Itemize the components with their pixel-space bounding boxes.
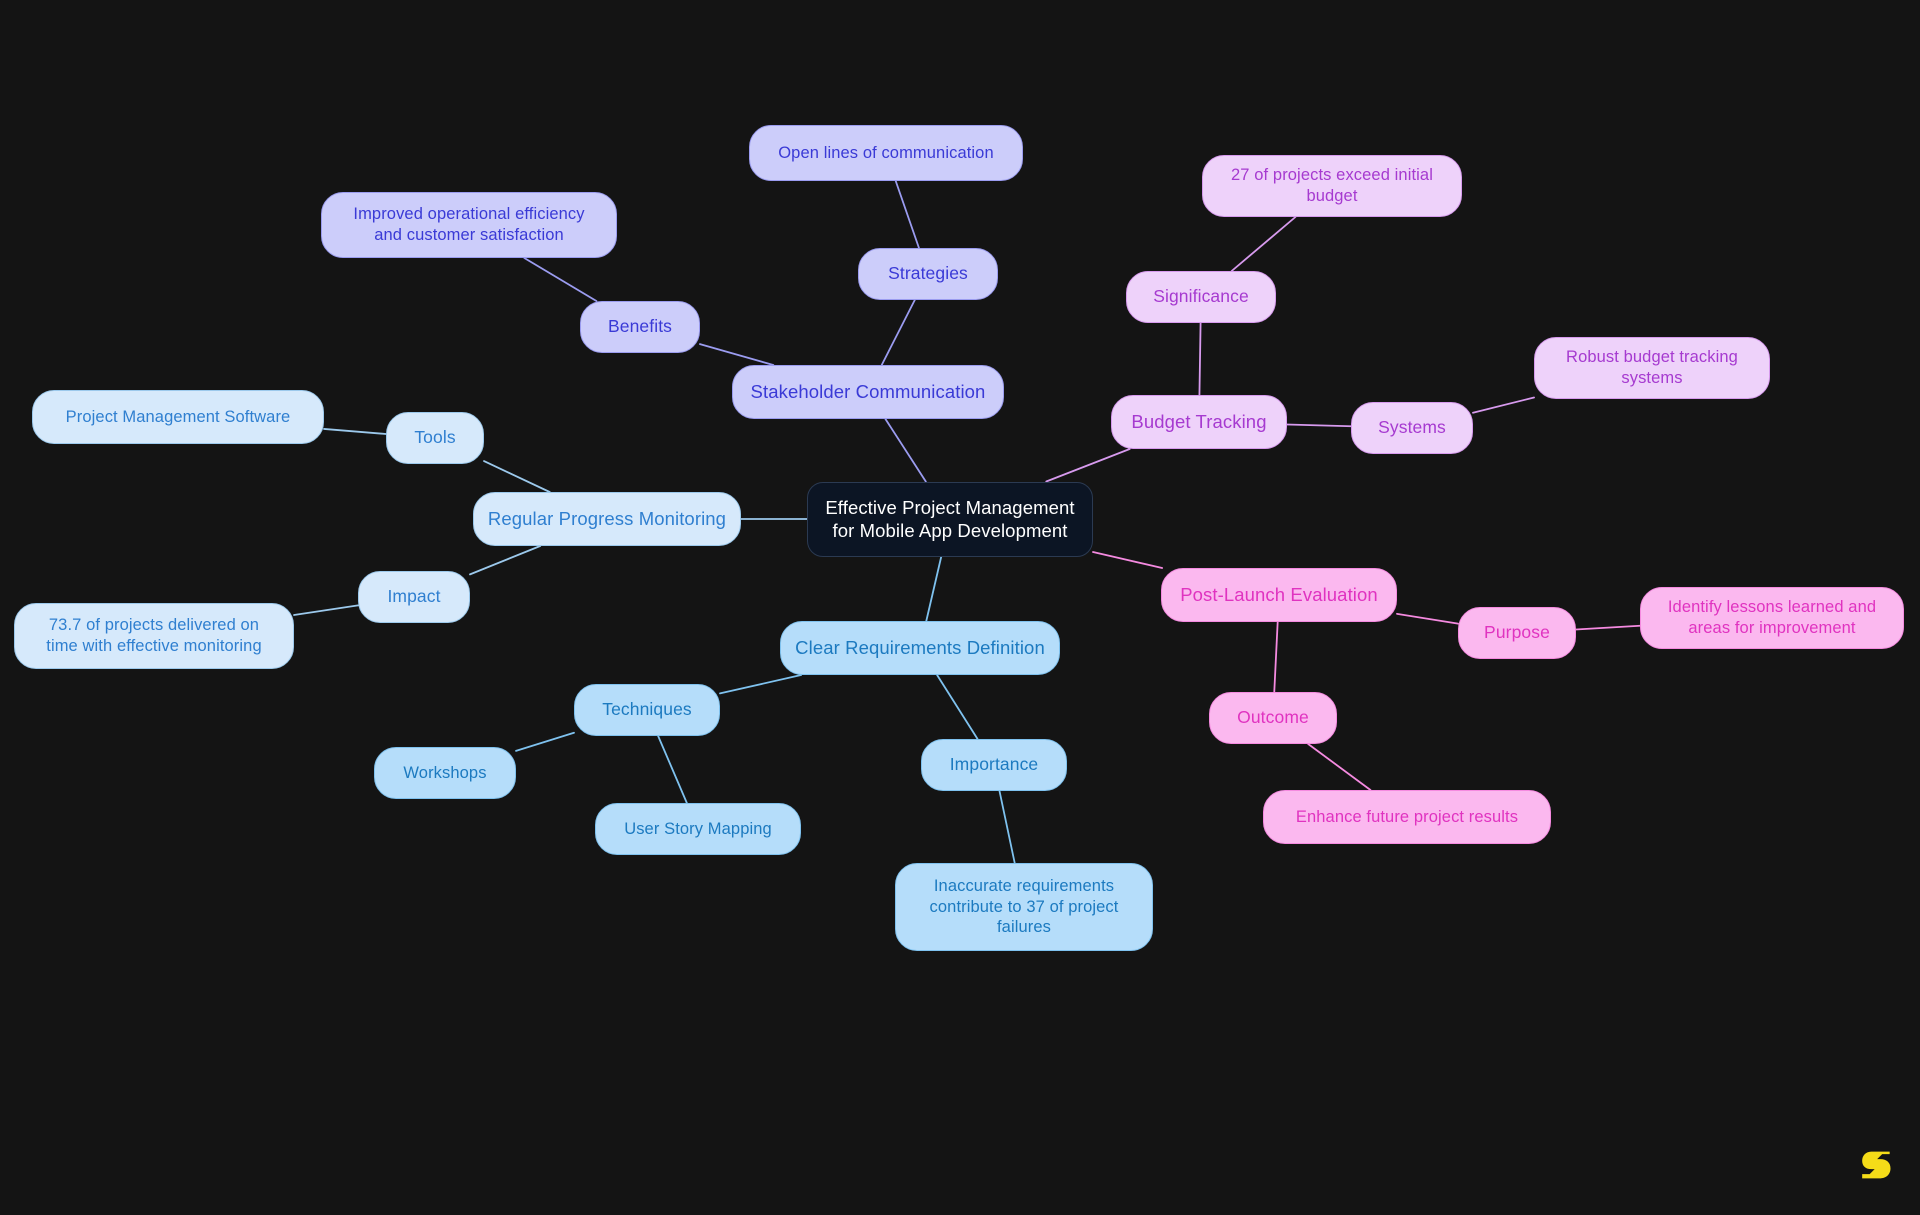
mindmap-edge-signif-to-pct27: [1230, 216, 1297, 272]
mindmap-node-label: Systems: [1378, 417, 1446, 438]
mindmap-edge-clearreq-to-tech: [719, 674, 803, 695]
mindmap-node-label: Effective Project Management for Mobile …: [825, 496, 1075, 541]
mindmap-node-purpose[interactable]: Purpose: [1458, 607, 1576, 659]
mindmap-node-budget[interactable]: Budget Tracking: [1111, 395, 1287, 449]
mindmap-node-label: Workshops: [403, 763, 487, 782]
mindmap-node-label: Stakeholder Communication: [750, 381, 986, 403]
mindmap-node-label: Importance: [949, 754, 1039, 775]
mindmap-edge-clearreq-to-import: [936, 674, 979, 740]
mindmap-edge-purpose-to-ident: [1575, 624, 1641, 631]
mindmap-node-label: Regular Progress Monitoring: [487, 508, 727, 530]
mindmap-node-pct27[interactable]: 27 of projects exceed initial budget: [1202, 155, 1462, 217]
mindmap-node-stake[interactable]: Stakeholder Communication: [732, 365, 1004, 419]
mindmap-node-label: Post-Launch Evaluation: [1180, 584, 1378, 606]
mindmap-edge-budget-to-systems: [1286, 423, 1352, 428]
mindmap-edge-stake-to-benef: [699, 343, 775, 366]
mindmap-edge-regprog-to-tools: [483, 460, 551, 493]
mindmap-node-pct737[interactable]: 73.7 of projects delivered on time with …: [14, 603, 294, 669]
mindmap-edge-postl-to-purpose: [1396, 612, 1459, 625]
mindmap-edge-benef-to-impeff: [523, 257, 598, 302]
mindmap-node-impeff[interactable]: Improved operational efficiency and cust…: [321, 192, 617, 258]
mindmap-node-signif[interactable]: Significance: [1126, 271, 1276, 323]
mindmap-node-label: Improved operational efficiency and cust…: [353, 205, 585, 244]
mindmap-node-tools[interactable]: Tools: [386, 412, 484, 464]
mindmap-node-label: Open lines of communication: [778, 143, 994, 162]
mindmap-edge-systems-to-robust: [1472, 396, 1535, 414]
mindmap-node-label: Tools: [414, 427, 456, 448]
mindmap-node-label: Impact: [387, 586, 441, 607]
mindmap-node-regprog[interactable]: Regular Progress Monitoring: [473, 492, 741, 546]
mindmap-node-label: Techniques: [602, 699, 692, 720]
mindmap-edge-root-to-stake: [884, 418, 927, 483]
mindmap-node-label: 73.7 of projects delivered on time with …: [46, 616, 262, 655]
mindmap-node-label: Clear Requirements Definition: [795, 637, 1045, 659]
mindmap-node-label: Enhance future project results: [1295, 807, 1519, 826]
brand-logo-s-icon: [1862, 1151, 1891, 1179]
mindmap-node-import[interactable]: Importance: [921, 739, 1067, 791]
mindmap-node-inacc[interactable]: Inaccurate requirements contribute to 37…: [895, 863, 1153, 951]
mindmap-edge-budget-to-signif: [1198, 322, 1202, 396]
mindmap-node-clearreq[interactable]: Clear Requirements Definition: [780, 621, 1060, 675]
mindmap-edge-outcome-to-enhance: [1307, 743, 1372, 791]
mindmap-edge-root-to-budget: [1045, 448, 1131, 483]
mindmap-edge-stake-to-strat: [880, 299, 916, 366]
mindmap-edge-import-to-inacc: [998, 790, 1016, 864]
mindmap-edge-root-to-clearreq: [925, 555, 943, 622]
mindmap-node-label: Project Management Software: [65, 407, 291, 426]
mindmap-node-label: 27 of projects exceed initial budget: [1231, 166, 1433, 205]
mindmap-edge-strat-to-openln: [894, 180, 920, 249]
mindmap-node-postl[interactable]: Post-Launch Evaluation: [1161, 568, 1397, 622]
mindmap-node-label: Purpose: [1484, 622, 1550, 643]
mindmap-node-robust[interactable]: Robust budget tracking systems: [1534, 337, 1770, 399]
mindmap-node-usmap[interactable]: User Story Mapping: [595, 803, 801, 855]
mindmap-node-pmsoft[interactable]: Project Management Software: [32, 390, 324, 444]
mindmap-node-impact[interactable]: Impact: [358, 571, 470, 623]
mindmap-edge-postl-to-outcome: [1273, 621, 1279, 693]
mindmap-node-strat[interactable]: Strategies: [858, 248, 998, 300]
mindmap-edge-root-to-postl: [1092, 551, 1164, 569]
mindmap-node-tech[interactable]: Techniques: [574, 684, 720, 736]
mindmap-edge-regprog-to-impact: [469, 545, 542, 576]
mindmap-node-label: Robust budget tracking systems: [1566, 348, 1738, 387]
mindmap-edge-tech-to-usmap: [657, 735, 688, 804]
mindmap-node-openln[interactable]: Open lines of communication: [749, 125, 1023, 181]
mindmap-edge-tools-to-pmsoft: [323, 428, 387, 435]
mindmap-edge-tech-to-wkshp: [515, 731, 575, 752]
mindmap-node-ident[interactable]: Identify lessons learned and areas for i…: [1640, 587, 1904, 649]
mindmap-node-label: Inaccurate requirements contribute to 37…: [929, 877, 1119, 937]
mindmap-node-enhance[interactable]: Enhance future project results: [1263, 790, 1551, 844]
mindmap-node-label: Strategies: [888, 263, 968, 284]
mindmap-node-benef[interactable]: Benefits: [580, 301, 700, 353]
mindmap-node-label: Outcome: [1237, 707, 1309, 728]
mindmap-node-wkshp[interactable]: Workshops: [374, 747, 516, 799]
mindmap-node-label: Significance: [1153, 286, 1249, 307]
mindmap-node-label: Benefits: [607, 316, 673, 337]
mindmap-node-label: User Story Mapping: [624, 819, 772, 838]
mindmap-edge-impact-to-pct737: [293, 604, 359, 616]
mindmap-node-outcome[interactable]: Outcome: [1209, 692, 1337, 744]
mindmap-node-label: Budget Tracking: [1131, 411, 1267, 433]
mindmap-node-label: Identify lessons learned and areas for i…: [1667, 598, 1877, 637]
mindmap-node-systems[interactable]: Systems: [1351, 402, 1473, 454]
mindmap-node-root[interactable]: Effective Project Management for Mobile …: [807, 481, 1093, 557]
